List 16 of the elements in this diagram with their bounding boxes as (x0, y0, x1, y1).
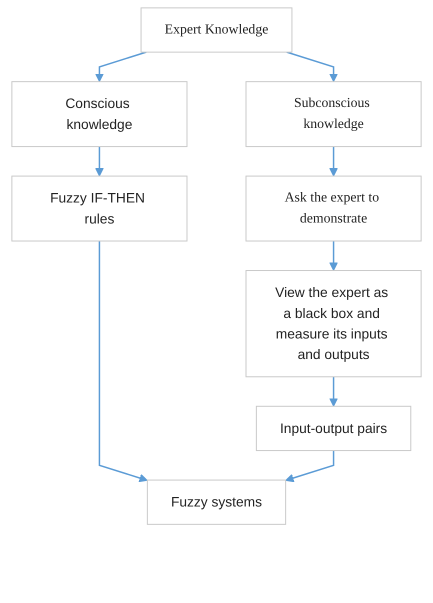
arrow (95, 51, 146, 82)
node-box: Conscious knowledge (11, 81, 188, 148)
arrow (329, 146, 338, 176)
node-box: View the expert as a black box and measure its inputs and outputs (246, 270, 422, 378)
node-box: Ask the expert to demonstrate (246, 176, 422, 242)
node-box: Expert Knowledge (140, 7, 292, 53)
node-box: Subconscious knowledge (246, 81, 422, 148)
arrow (329, 376, 338, 407)
arrow (285, 450, 334, 482)
arrow (329, 241, 338, 271)
arrow (98, 241, 148, 482)
node-box: Fuzzy IF-THEN rules (11, 176, 188, 242)
node-box: Input-output pairs (256, 406, 412, 452)
arrow (95, 146, 104, 176)
node-box: Fuzzy systems (146, 480, 286, 525)
arrow (286, 51, 338, 82)
